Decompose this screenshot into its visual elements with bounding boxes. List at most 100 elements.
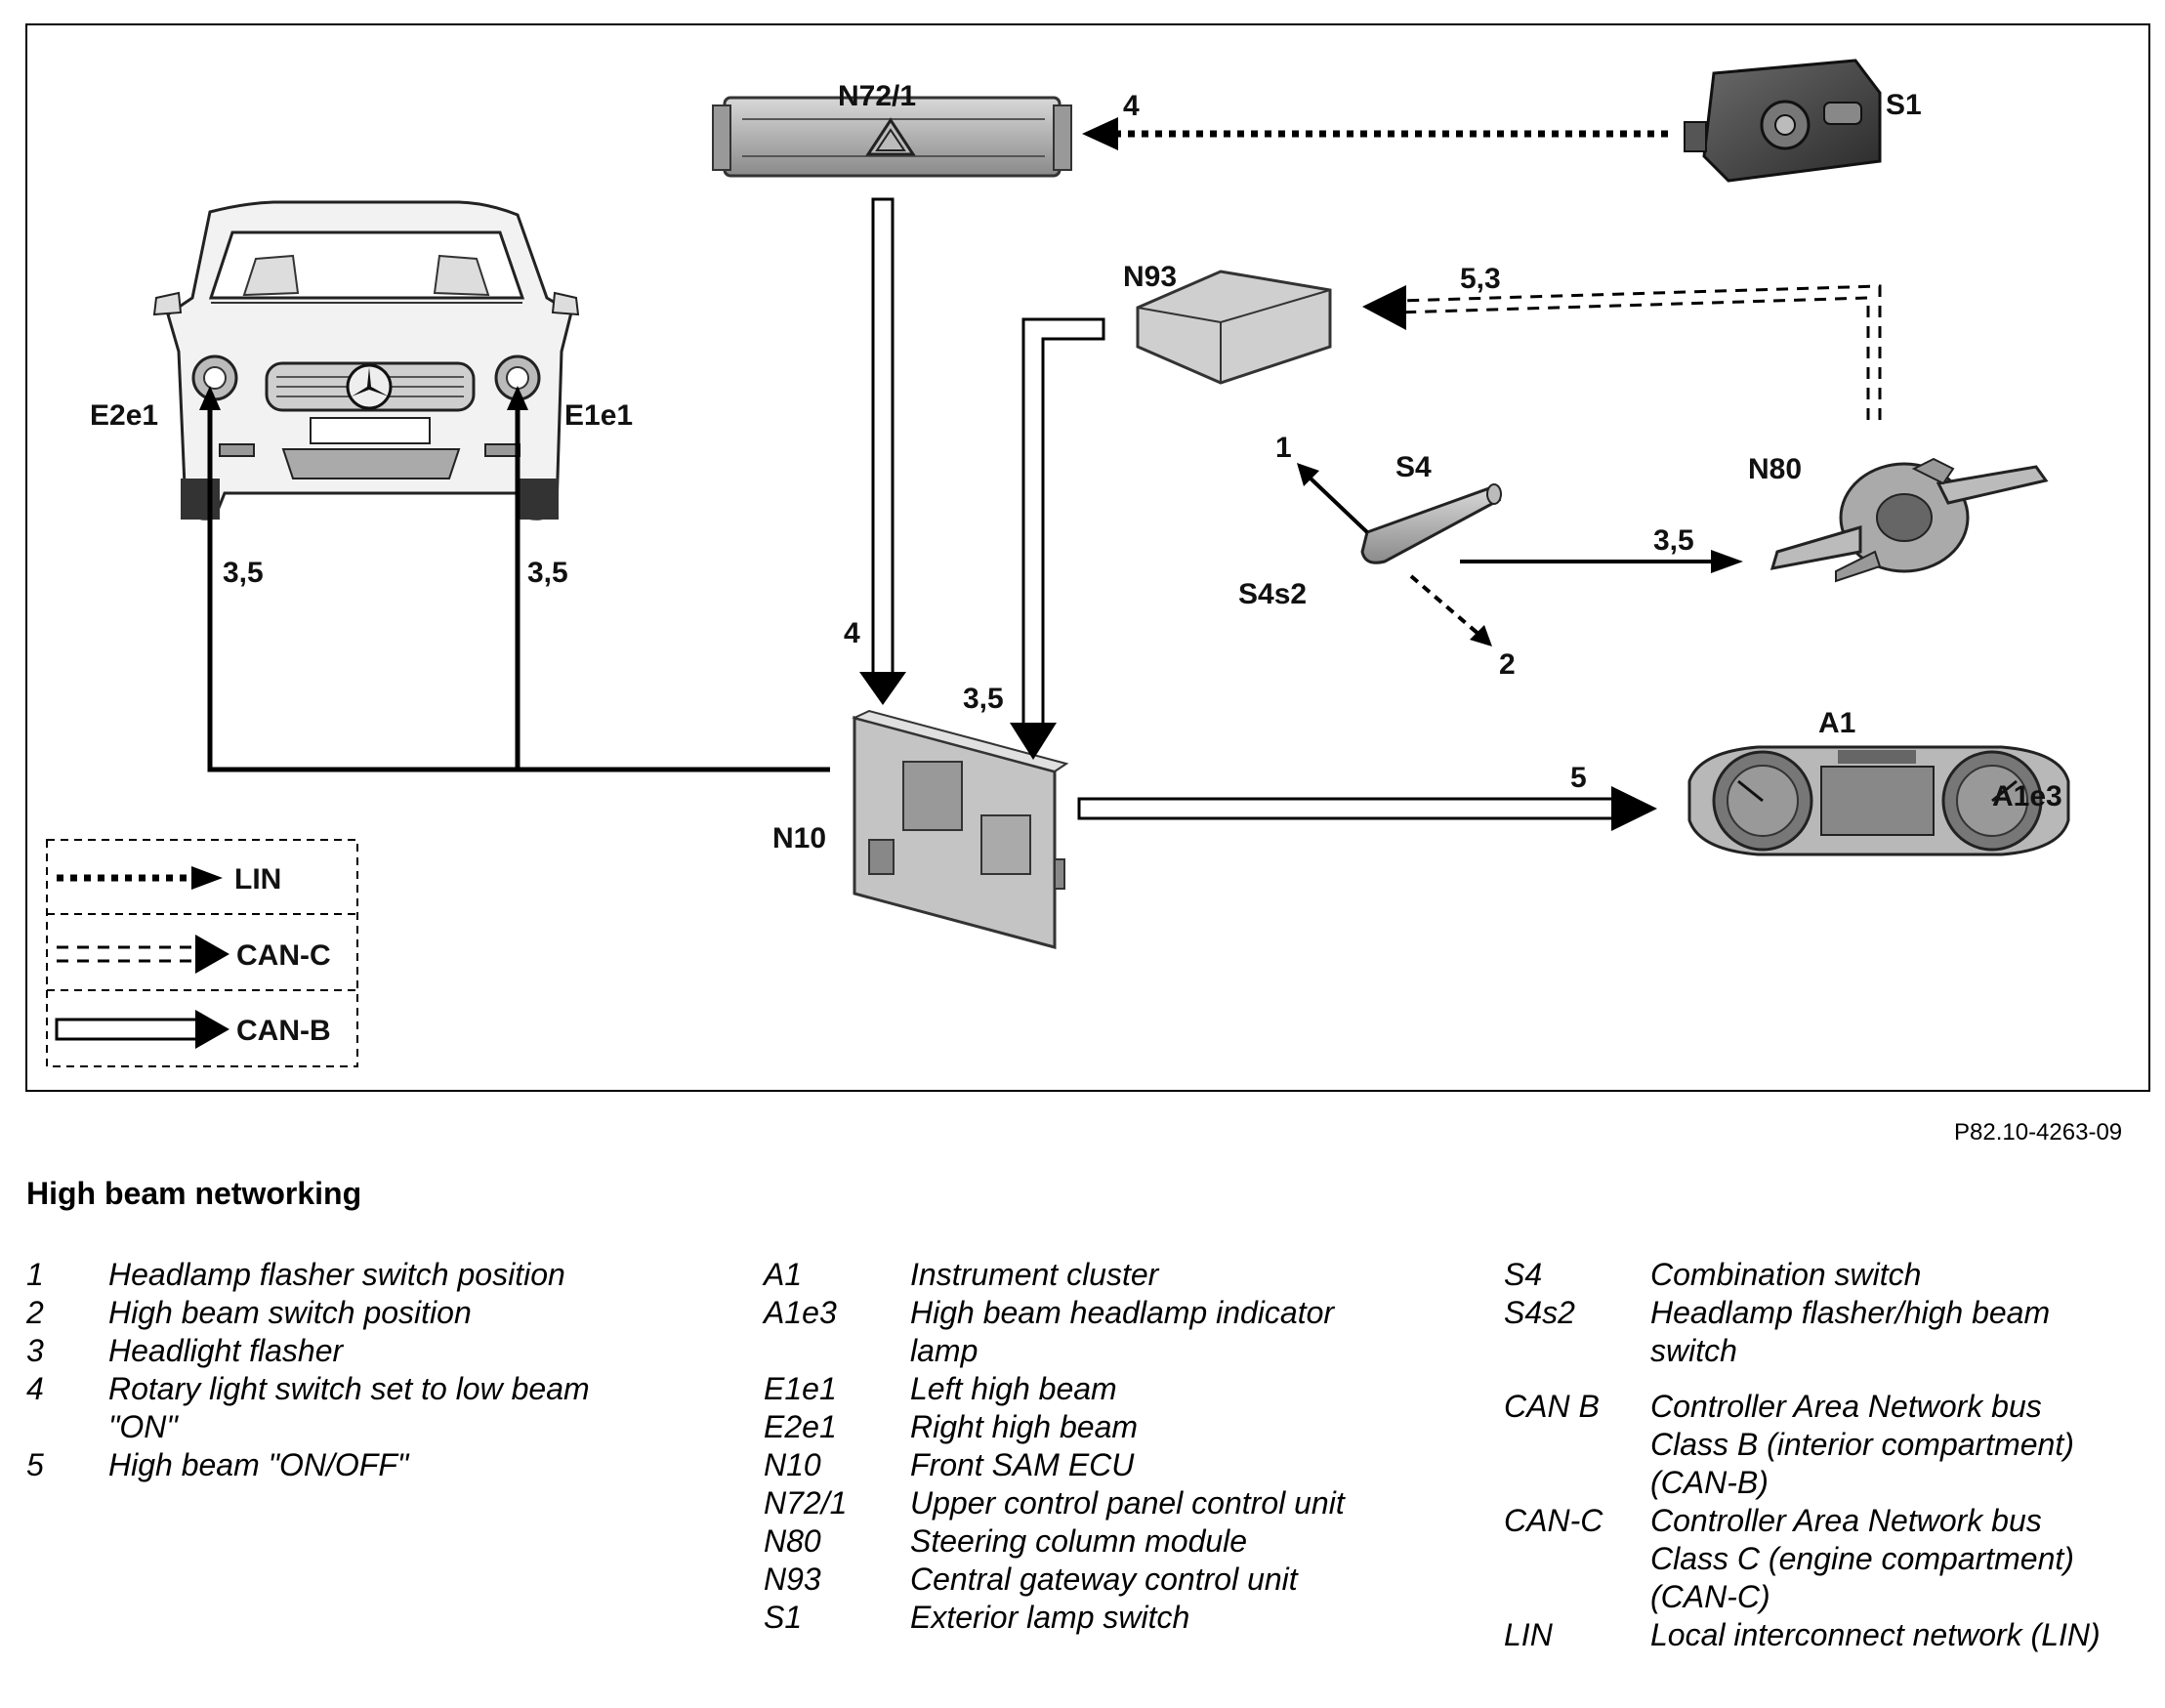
legend-code: N10 <box>764 1447 821 1482</box>
legend-desc: Local interconnect network (LIN) <box>1650 1617 2101 1652</box>
n72-1-control-panel <box>712 96 1072 178</box>
legend-desc: Instrument cluster <box>910 1257 1159 1292</box>
legend-canb-label: CAN-B <box>236 1015 331 1047</box>
legend-desc: Central gateway control unit <box>910 1562 1298 1597</box>
page-title: High beam networking <box>26 1176 362 1211</box>
legend-code: 2 <box>26 1295 44 1330</box>
legend-desc: Controller Area Network bus Class B (int… <box>1650 1389 2074 1500</box>
n93-gateway-unit <box>1136 270 1332 385</box>
legend-code: E1e1 <box>764 1371 837 1406</box>
legend-desc: High beam switch position <box>108 1295 472 1330</box>
label-s4-pos2: 2 <box>1499 648 1516 681</box>
legend-item: 3 Headlight flasher <box>26 1332 612 1370</box>
label-e2e1: E2e1 <box>90 399 158 432</box>
legend-code: 3 <box>26 1333 44 1368</box>
legend-item: N72/1 Upper control panel control unit <box>764 1484 1408 1522</box>
legend-item: CAN B Controller Area Network bus Class B… <box>1504 1388 2148 1502</box>
label-n80-n93: 5,3 <box>1460 263 1501 295</box>
legend-desc: Rotary light switch set to low beam "ON" <box>108 1371 590 1444</box>
a1-instrument-cluster <box>1687 745 2070 856</box>
label-n93: N93 <box>1123 261 1177 293</box>
legend-code: N72/1 <box>764 1485 848 1521</box>
legend-code: A1 <box>764 1257 803 1292</box>
legend-canc-label: CAN-C <box>236 939 331 972</box>
label-a1e3: A1e3 <box>1992 780 2062 812</box>
legend-item: E2e1 Right high beam <box>764 1408 1408 1446</box>
canb-n10-a1 <box>1077 797 1618 820</box>
legend-desc: Headlamp flasher/high beam switch <box>1650 1295 2051 1368</box>
legend-desc: Headlight flasher <box>108 1333 344 1368</box>
label-n93-n10: 3,5 <box>963 683 1004 715</box>
legend-item: N80 Steering column module <box>764 1522 1408 1561</box>
n80-steering-column-module <box>1769 457 2049 583</box>
label-a1: A1 <box>1818 707 1855 739</box>
legend-code: S4s2 <box>1504 1295 1575 1330</box>
n10-front-sam-ecu <box>852 709 1069 949</box>
label-s4-n80: 3,5 <box>1653 524 1694 557</box>
arrowheads <box>199 117 1743 831</box>
legend-column-2: A1 Instrument cluster A1e3 High beam headl… <box>764 1256 1408 1637</box>
legend-desc: High beam "ON/OFF" <box>108 1447 409 1482</box>
car-front-view <box>152 200 580 521</box>
legend-code: CAN B <box>1504 1389 1600 1424</box>
legend-canb-line <box>55 1018 200 1041</box>
canc-line-n80-n93 <box>1397 296 1870 420</box>
legend-code: CAN-C <box>1504 1503 1603 1538</box>
legend-desc: Left high beam <box>910 1371 1117 1406</box>
figure-reference: P82.10-4263-09 <box>1954 1119 2123 1146</box>
legend-item: E1e1 Left high beam <box>764 1370 1408 1408</box>
s4-pos1-arrow <box>1307 475 1369 534</box>
label-n72-n10: 4 <box>844 617 860 649</box>
legend-desc: Controller Area Network bus Class C (eng… <box>1650 1503 2074 1614</box>
label-n10: N10 <box>772 822 826 854</box>
label-s4s2: S4s2 <box>1238 578 1307 610</box>
legend-code: N80 <box>764 1523 821 1559</box>
label-n72-1: N72/1 <box>838 80 916 112</box>
legend-item: 5 High beam "ON/OFF" <box>26 1446 612 1484</box>
legend-code: S1 <box>764 1600 803 1635</box>
network-diagram: N72/1 S1 N93 N80 S4 S4s2 N10 A1 A1e3 E2e… <box>25 23 2150 1092</box>
label-n10-e1e1: 3,5 <box>527 557 568 589</box>
label-s4: S4 <box>1395 451 1432 483</box>
legend-desc: Exterior lamp switch <box>910 1600 1190 1635</box>
label-n10-e2e1: 3,5 <box>223 557 264 589</box>
canb-n72-n10 <box>871 197 895 678</box>
legend-item: S1 Exterior lamp switch <box>764 1599 1408 1637</box>
legend-code: N93 <box>764 1562 821 1597</box>
legend-code: E2e1 <box>764 1409 837 1444</box>
s1-exterior-lamp-switch <box>1684 59 1882 183</box>
legend-code: A1e3 <box>764 1295 837 1330</box>
legend-item: 2 High beam switch position <box>26 1294 612 1332</box>
legend-item: N10 Front SAM ECU <box>764 1446 1408 1484</box>
line-n10-headlamps <box>207 400 830 772</box>
legend-item: 4 Rotary light switch set to low beam "ON… <box>26 1370 612 1446</box>
label-s1-n72: 4 <box>1123 90 1140 122</box>
legend-item: N93 Central gateway control unit <box>764 1561 1408 1599</box>
label-s4-pos1: 1 <box>1275 432 1292 464</box>
legend-code: S4 <box>1504 1257 1543 1292</box>
legend-code: 5 <box>26 1447 44 1482</box>
legend-item: S4s2 Headlamp flasher/high beam switch <box>1504 1294 2148 1370</box>
legend-desc: Headlamp flasher switch position <box>108 1257 565 1292</box>
legend-item: S4 Combination switch <box>1504 1256 2148 1294</box>
label-n10-a1: 5 <box>1570 762 1587 794</box>
legend-item: LIN Local interconnect network (LIN) <box>1504 1616 2148 1654</box>
legend-code: LIN <box>1504 1617 1553 1652</box>
legend-code: 4 <box>26 1371 44 1406</box>
connection-lines <box>207 130 1882 772</box>
legend-desc: High beam headlamp indicator lamp <box>910 1295 1335 1368</box>
legend-lin-label: LIN <box>234 863 281 896</box>
legend-desc: Upper control panel control unit <box>910 1485 1345 1521</box>
label-n80: N80 <box>1748 453 1802 485</box>
legend-desc: Steering column module <box>910 1523 1248 1559</box>
legend-desc: Right high beam <box>910 1409 1139 1444</box>
legend-item: 1 Headlamp flasher switch position <box>26 1256 612 1294</box>
legend-desc: Combination switch <box>1650 1257 1922 1292</box>
label-s1: S1 <box>1886 89 1922 121</box>
legend-desc: Front SAM ECU <box>910 1447 1135 1482</box>
legend-item: CAN-C Controller Area Network bus Class C… <box>1504 1502 2148 1616</box>
legend-code: 1 <box>26 1257 44 1292</box>
s4-combination-switch <box>1360 483 1502 564</box>
legend-item: A1 Instrument cluster <box>764 1256 1408 1294</box>
